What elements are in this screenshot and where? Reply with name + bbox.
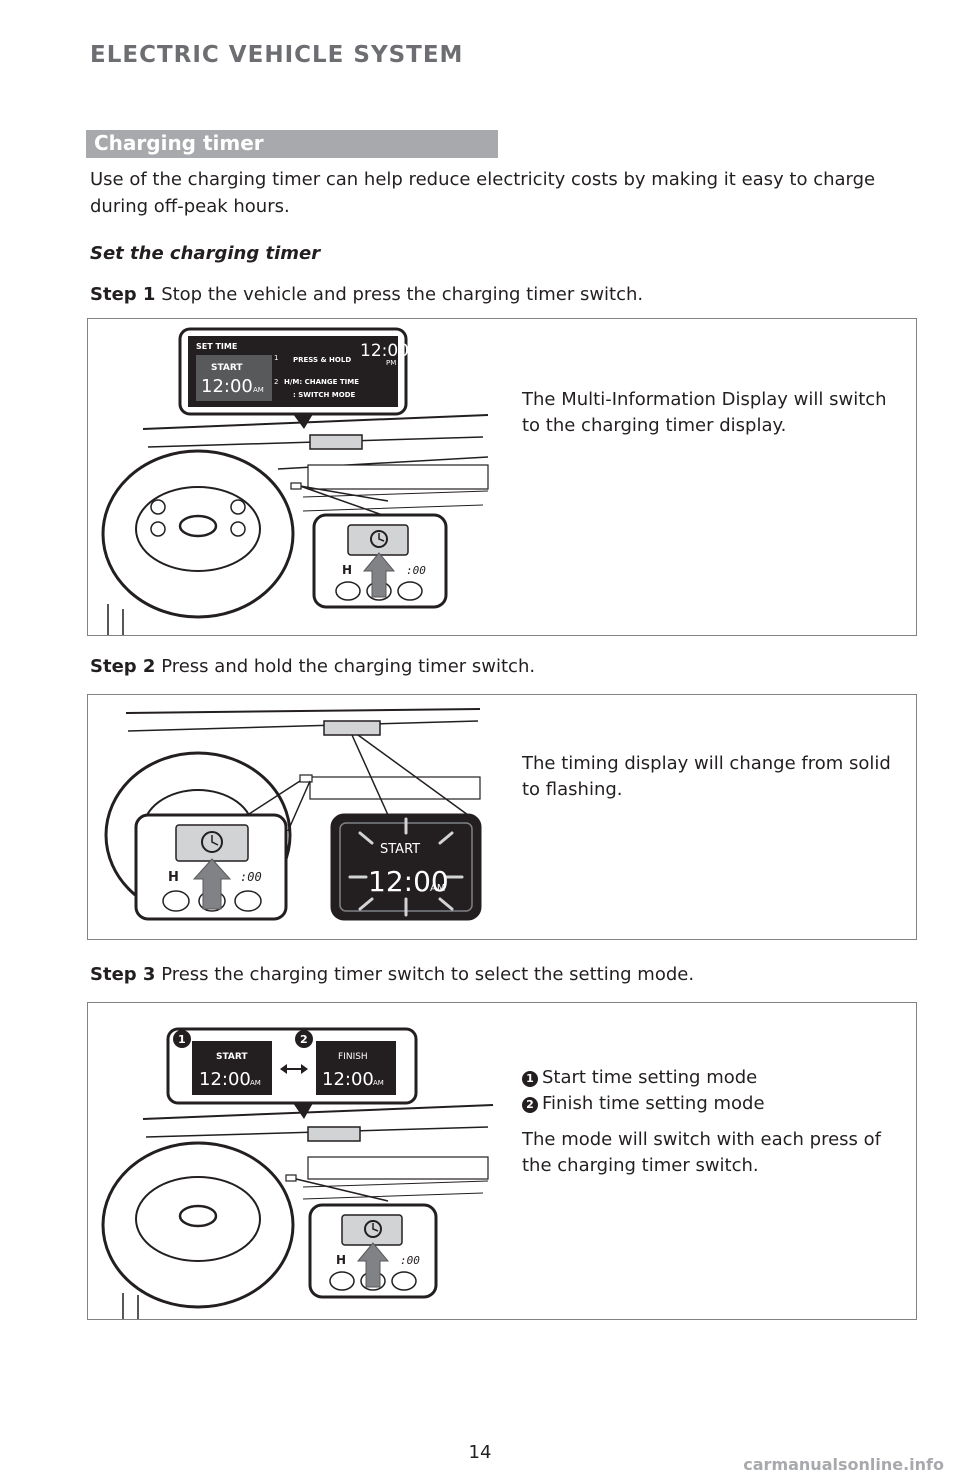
mid-instr-1-num: 1 bbox=[274, 354, 278, 362]
press-arrow-icon bbox=[192, 858, 232, 910]
press-arrow-icon bbox=[356, 1242, 390, 1288]
press-arrow-icon bbox=[362, 552, 396, 598]
start-mode-time: 12:00 bbox=[199, 1069, 251, 1090]
step-2-instruction: Step 2 Press and hold the charging timer… bbox=[90, 656, 535, 677]
switch-h-label: H bbox=[342, 563, 352, 577]
marker-1-icon bbox=[173, 1030, 191, 1048]
start-mode-ampm: AM bbox=[250, 1079, 261, 1087]
mode-item-1-label: Start time setting mode bbox=[542, 1067, 758, 1088]
finish-mode-label: FINISH bbox=[338, 1052, 368, 1062]
start-mode-label: START bbox=[216, 1052, 248, 1062]
marker-2-icon bbox=[295, 1030, 313, 1048]
mid-time: 12:00 bbox=[201, 376, 253, 397]
switch-h-label: H bbox=[168, 870, 179, 885]
subheading: Set the charging timer bbox=[90, 243, 321, 264]
section-tab: Charging timer bbox=[86, 130, 498, 158]
mid-instr-2: H/M: CHANGE TIME bbox=[284, 378, 359, 386]
step-1-caption: The Multi-Information Display will switc… bbox=[522, 389, 887, 436]
step-3-label: Step 3 bbox=[90, 964, 156, 985]
mid-clock-ampm: PM bbox=[386, 359, 396, 367]
step-3-instruction: Step 3 Press the charging timer switch t… bbox=[90, 964, 694, 985]
flash-time: 12:00 bbox=[368, 865, 449, 898]
switch-h-label: H bbox=[336, 1253, 346, 1267]
flash-ampm: AM bbox=[430, 883, 445, 894]
step-2-illustration-panel: H :00 START 12:00 AM The timing display … bbox=[87, 694, 917, 940]
step-3-dashboard-illustration: START 12:00 AM FINISH 12:00 AM 1 2 H :00 bbox=[101, 1027, 494, 1319]
mode-item-1-num: 1 bbox=[522, 1071, 538, 1087]
marker-2: 2 bbox=[300, 1033, 308, 1046]
mid-instr-3: : SWITCH MODE bbox=[293, 391, 356, 399]
mid-instr-2-num: 2 bbox=[274, 378, 278, 386]
mode-item-2-num: 2 bbox=[522, 1097, 538, 1113]
flash-rays-icon bbox=[348, 817, 464, 917]
finish-mode-time: 12:00 bbox=[322, 1069, 374, 1090]
step-2-label: Step 2 bbox=[90, 656, 156, 677]
switch-m-label: :00 bbox=[240, 870, 262, 884]
step-2-text: Press and hold the charging timer switch… bbox=[161, 656, 536, 677]
switch-m-label: :00 bbox=[400, 1254, 420, 1267]
mid-ampm: AM bbox=[253, 386, 264, 394]
step-1-dashboard-illustration: SET TIME START 12:00 AM 1 PRESS & HOLD 2… bbox=[101, 327, 489, 635]
step-2-caption: The timing display will change from soli… bbox=[522, 753, 891, 800]
flash-mode: START bbox=[380, 842, 420, 857]
watermark: carmanualsonline.info bbox=[743, 1455, 944, 1474]
step-1-text: Stop the vehicle and press the charging … bbox=[161, 284, 644, 305]
section-title: ELECTRIC VEHICLE SYSTEM bbox=[90, 42, 464, 68]
step-3-text: Press the charging timer switch to selec… bbox=[161, 964, 695, 985]
intro-text: Use of the charging timer can help reduc… bbox=[90, 169, 876, 217]
mid-mode: START bbox=[211, 363, 243, 373]
section-tab-label: Charging timer bbox=[94, 131, 264, 155]
mode-item-2-label: Finish time setting mode bbox=[542, 1093, 765, 1114]
marker-1: 1 bbox=[178, 1033, 186, 1046]
mid-title: SET TIME bbox=[196, 342, 237, 351]
clock-icon bbox=[370, 530, 388, 548]
page-number: 14 bbox=[468, 1442, 492, 1463]
finish-mode-ampm: AM bbox=[373, 1079, 384, 1087]
step-3-illustration-panel: START 12:00 AM FINISH 12:00 AM 1 2 H :00… bbox=[87, 1002, 917, 1320]
step-1-instruction: Step 1 Stop the vehicle and press the ch… bbox=[90, 284, 643, 305]
step-1-label: Step 1 bbox=[90, 284, 156, 305]
switch-m-label: :00 bbox=[406, 564, 426, 577]
step-1-illustration-panel: SET TIME START 12:00 AM 1 PRESS & HOLD 2… bbox=[87, 318, 917, 636]
mid-clock: 12:00 bbox=[360, 341, 409, 361]
step-3-caption: The mode will switch with each press of … bbox=[522, 1129, 881, 1176]
step-2-dashboard-illustration: H :00 START 12:00 AM bbox=[104, 708, 482, 921]
mid-instr-1: PRESS & HOLD bbox=[293, 356, 351, 364]
